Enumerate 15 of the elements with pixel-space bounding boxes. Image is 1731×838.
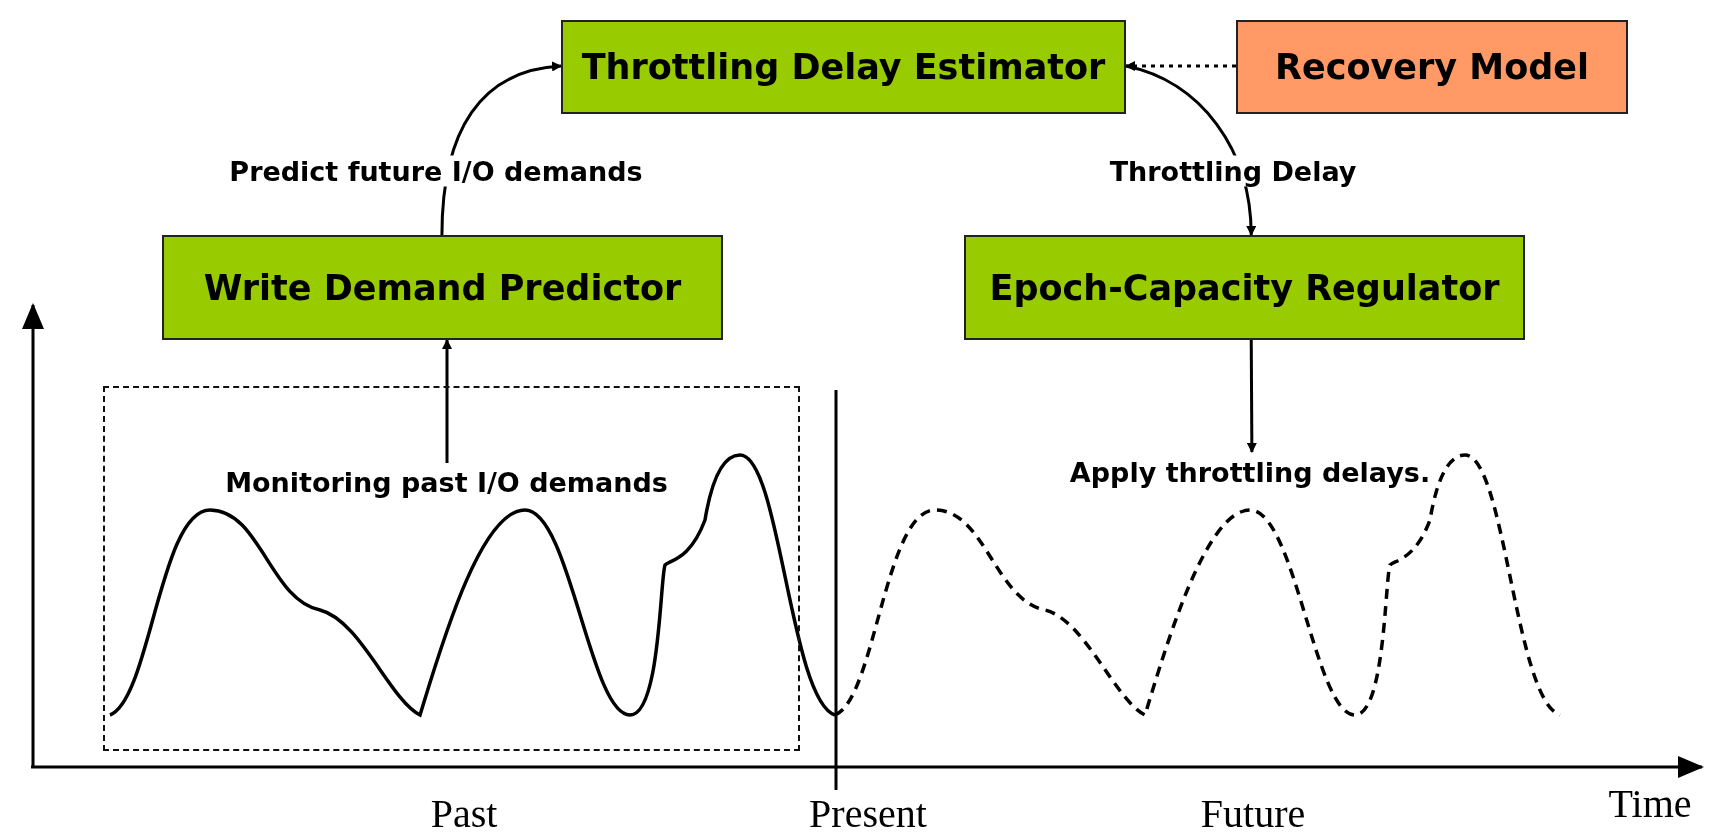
dotted-arrow [1125, 61, 1236, 72]
annotation-text: Monitoring past I/O demands [211, 462, 682, 503]
axis-label: Future [1200, 790, 1306, 837]
arrow [1246, 340, 1257, 453]
annotation-text: Apply throttling delays. [1060, 452, 1440, 492]
edge-label: Throttling Delay [1107, 155, 1359, 187]
axis-label: Time [1608, 780, 1692, 827]
dashed-frame [103, 386, 800, 751]
axis-label: Past [430, 790, 498, 837]
axis-label: Present [809, 790, 927, 837]
arrow [442, 339, 452, 463]
model-box: Recovery Model [1236, 20, 1628, 114]
process-box: Write Demand Predictor [162, 235, 723, 340]
process-box: Epoch-Capacity Regulator [964, 235, 1525, 340]
process-box: Throttling Delay Estimator [561, 20, 1126, 114]
